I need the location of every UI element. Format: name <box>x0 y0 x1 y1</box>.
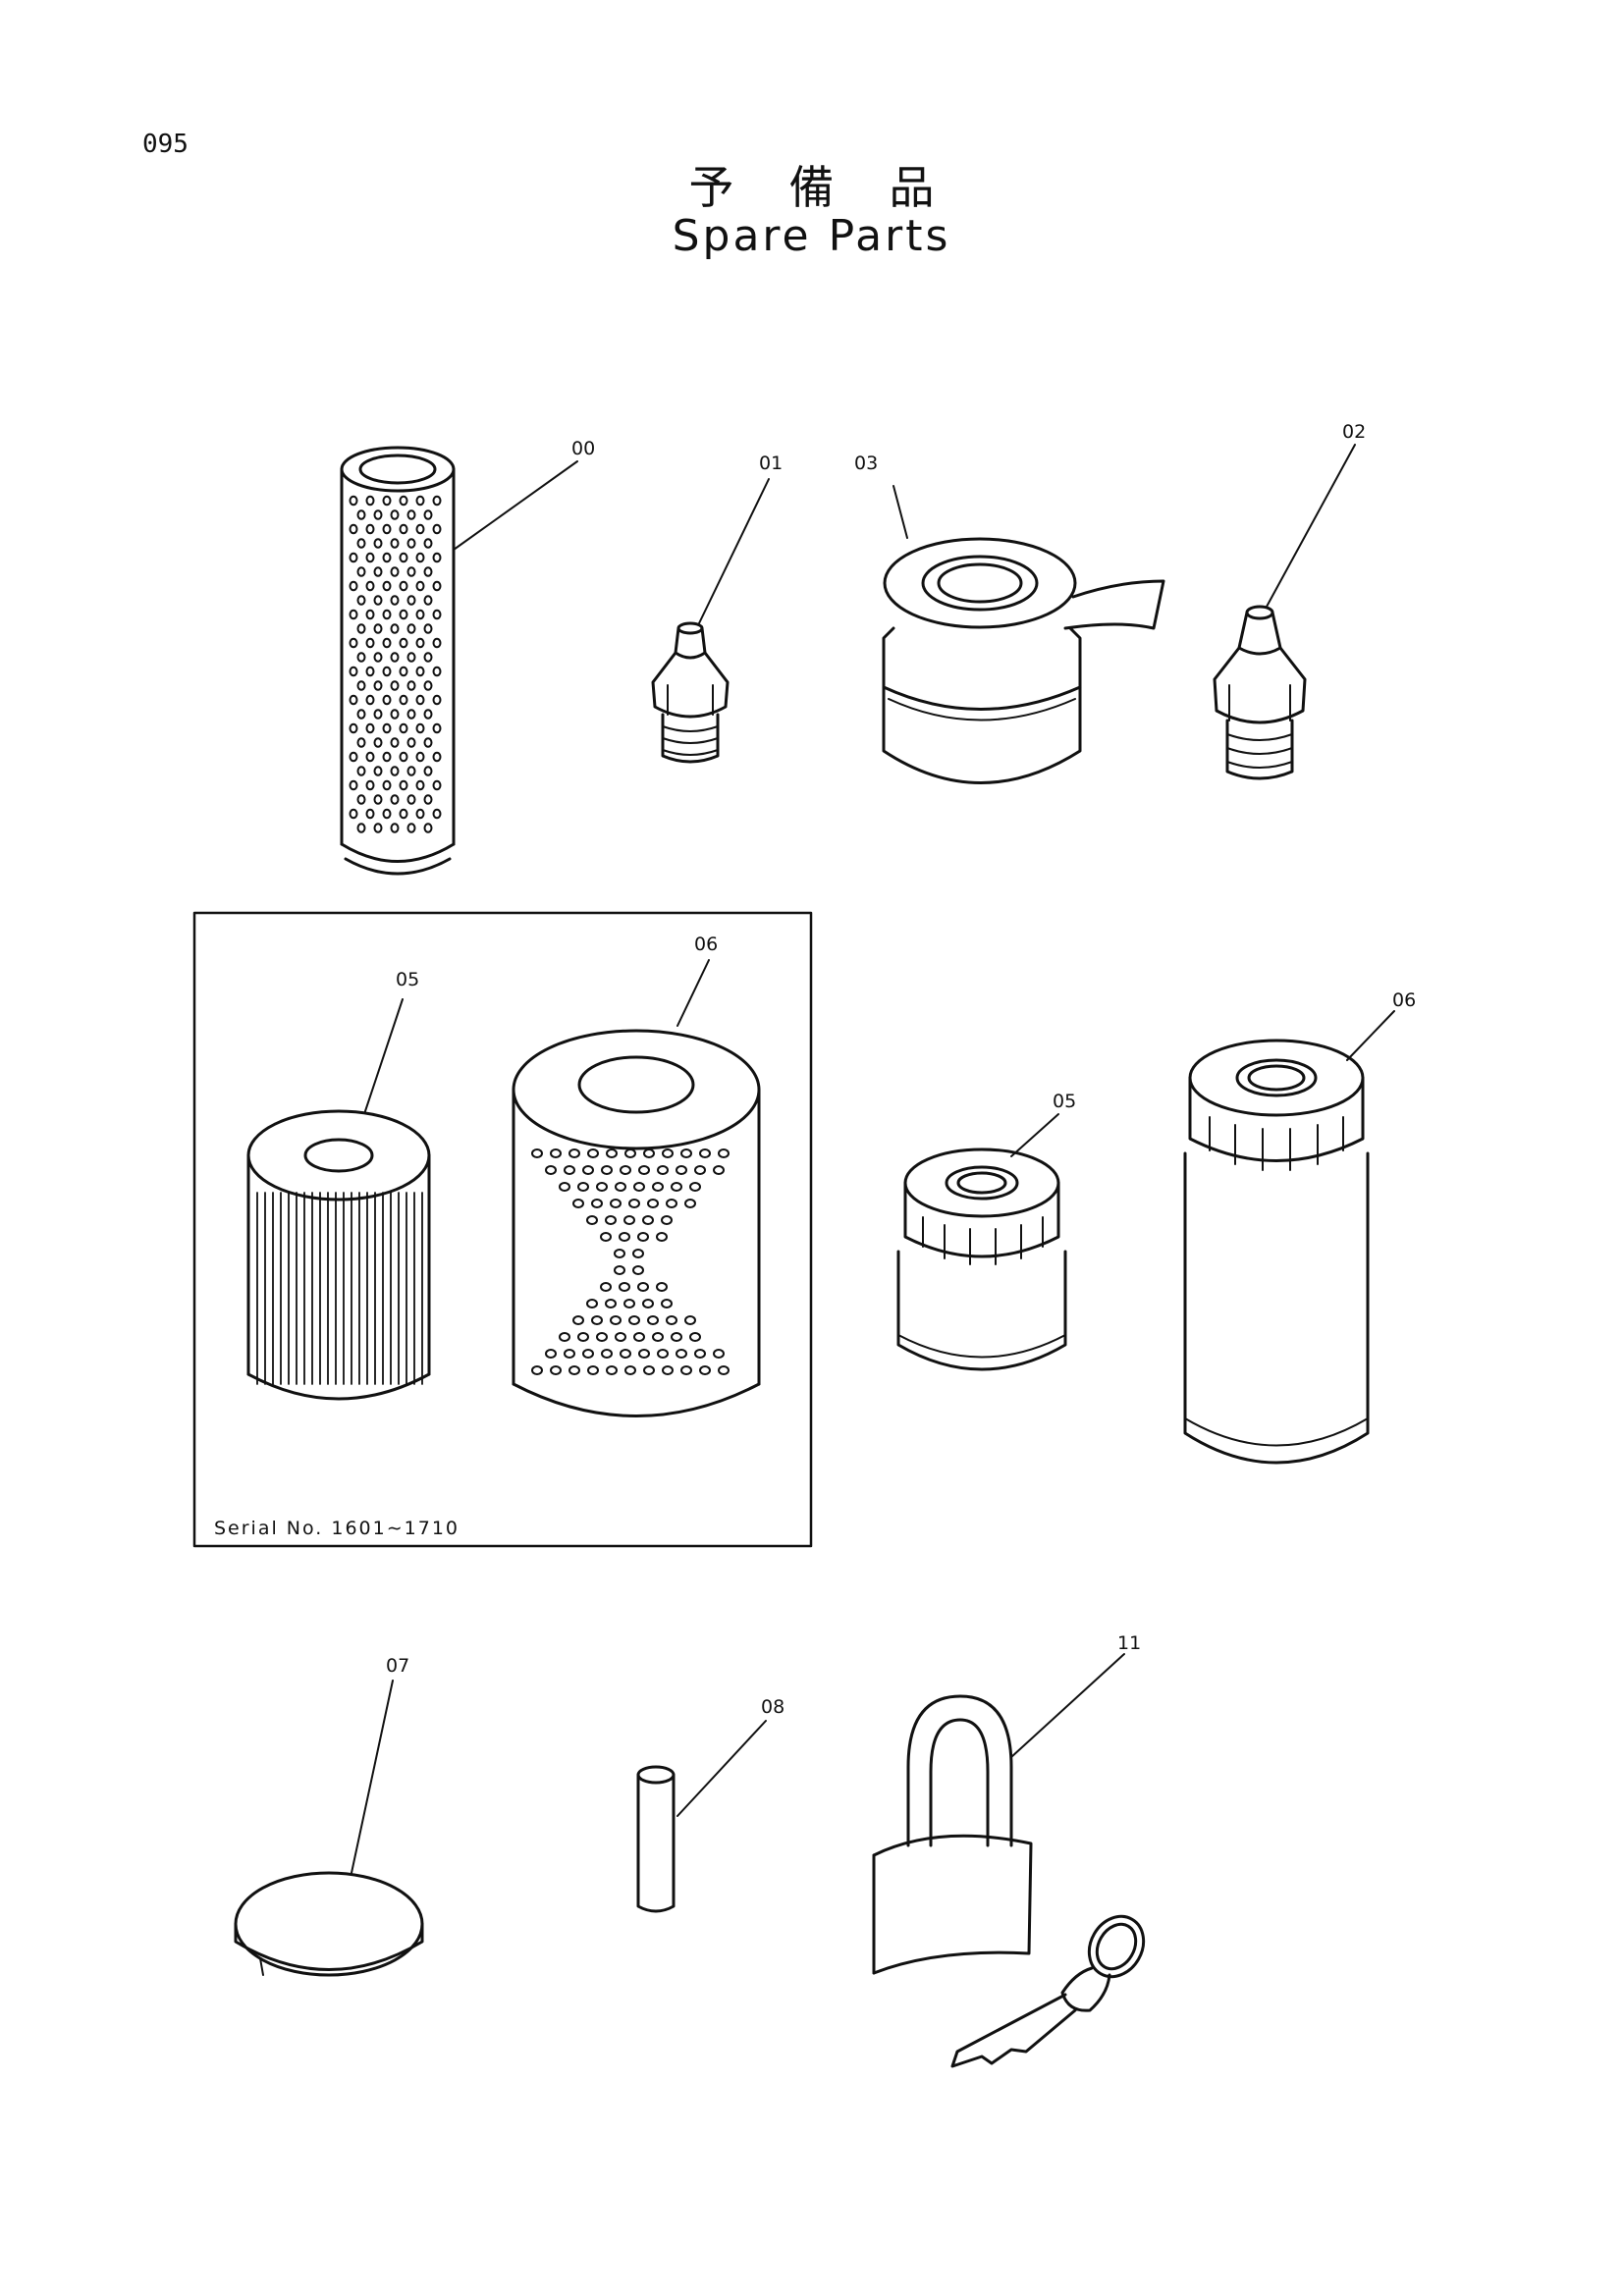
page-number: 095 <box>142 130 189 159</box>
part-11-padlock <box>872 1694 1033 1975</box>
part-03-seal-tape <box>882 537 1165 784</box>
part-05-spin-on-filter <box>896 1148 1067 1371</box>
callout-03: 03 <box>854 453 878 474</box>
part-00-strainer <box>340 446 456 876</box>
callout-05b: 05 <box>1053 1091 1076 1112</box>
leader-05b <box>1010 1113 1059 1157</box>
part-06-spin-on-filter <box>1183 1039 1370 1465</box>
element-holes <box>531 1148 730 1375</box>
page-title-japanese: 予備品 <box>688 161 990 214</box>
serial-range-box <box>192 911 813 1548</box>
part-08-pin <box>636 1765 676 1913</box>
leader-00 <box>453 460 578 551</box>
leader-07 <box>351 1680 394 1874</box>
callout-05a: 05 <box>396 969 419 990</box>
serial-range-note: Serial No. 1601∼1710 <box>214 1518 460 1539</box>
callout-07: 07 <box>386 1655 409 1677</box>
page-title-english: Spare Parts <box>672 211 951 261</box>
part-02-grease-nipple <box>1213 605 1307 780</box>
leader-02 <box>1266 444 1356 608</box>
key-icon <box>950 1914 1146 2068</box>
leader-06a <box>676 959 710 1027</box>
leader-05a <box>364 998 404 1112</box>
leader-11 <box>1010 1653 1125 1758</box>
callout-08: 08 <box>761 1696 784 1718</box>
part-05-pleated-filter <box>246 1109 431 1401</box>
leader-01 <box>698 478 770 624</box>
callout-02: 02 <box>1342 421 1366 443</box>
filter-pleats <box>256 1192 423 1385</box>
part-01-grease-nipple <box>651 621 730 764</box>
leader-03 <box>893 485 908 539</box>
leader-08 <box>676 1720 767 1817</box>
callout-00: 00 <box>571 438 595 459</box>
callout-11: 11 <box>1117 1632 1141 1654</box>
callout-01: 01 <box>759 453 783 474</box>
leader-06b <box>1346 1010 1395 1061</box>
strainer-holes <box>349 495 442 833</box>
part-06-perforated-element <box>512 1029 761 1417</box>
callout-06b: 06 <box>1392 989 1416 1011</box>
callout-06a: 06 <box>694 934 718 955</box>
part-07-ring <box>234 1871 424 1977</box>
